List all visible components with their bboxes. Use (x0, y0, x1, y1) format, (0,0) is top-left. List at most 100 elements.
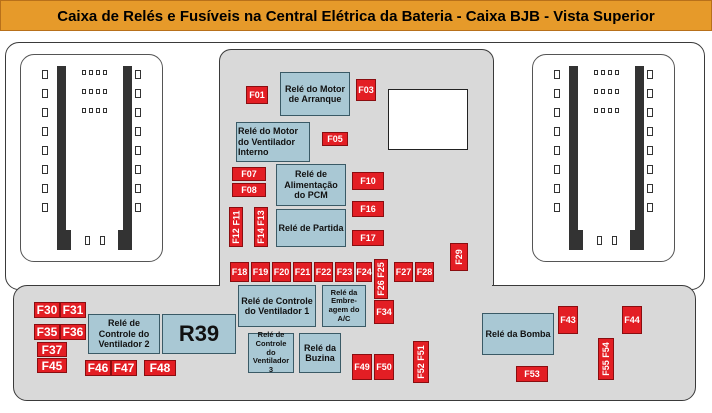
connector-pin (135, 184, 141, 193)
connector-pin (647, 89, 653, 98)
relay-motor-arranque: Relé do Motor de Arranque (280, 72, 350, 116)
connector-pin (554, 184, 560, 193)
connector-pin (103, 89, 107, 94)
fuse-f50: F50 (374, 354, 394, 380)
connector-pin (647, 184, 653, 193)
connector-pin (594, 70, 598, 75)
connector-pin (42, 146, 48, 155)
fuse-f17: F17 (352, 230, 384, 246)
blank-slot (388, 89, 468, 150)
relay-label: Relé de Alimentação do PCM (284, 169, 338, 201)
fuse-f49: F49 (352, 354, 372, 380)
fuse-f53: F53 (516, 366, 548, 382)
connector-pin (82, 89, 86, 94)
connector-pin (554, 70, 560, 79)
connector-pin (135, 165, 141, 174)
connector-pin (42, 127, 48, 136)
fuse-f08: F08 (232, 183, 266, 197)
fuse-f30: F30 (34, 302, 60, 318)
connector-pin (647, 127, 653, 136)
connector-pin (608, 89, 612, 94)
relay-label: Relé de Partida (278, 222, 344, 233)
connector-pin (96, 108, 100, 113)
connector-pin (57, 66, 66, 236)
connector-pin (647, 70, 653, 79)
fuse-f24: F24 (356, 262, 372, 282)
connector-pin (89, 108, 93, 113)
fuse-f05: F05 (322, 132, 348, 146)
fuse-f31: F31 (60, 302, 86, 318)
connector-pin (42, 184, 48, 193)
connector-pin (647, 146, 653, 155)
connector-pin (615, 108, 619, 113)
fuse-f23: F23 (335, 262, 354, 282)
connector-pin (42, 203, 48, 212)
right-connector (532, 54, 675, 262)
connector-pin (82, 108, 86, 113)
relay-label: Relé da Embre-agem do A/C (328, 287, 360, 323)
fuse-f44: F44 (622, 306, 642, 334)
connector-pin (635, 66, 644, 236)
connector-pin (608, 108, 612, 113)
relay-label: Relé de Controle do Ventilador 3 (252, 330, 290, 374)
relay-buzina: Relé da Buzina (299, 333, 341, 373)
connector-pin (594, 89, 598, 94)
connector-pin (123, 66, 132, 236)
fuse-f20: F20 (272, 262, 291, 282)
fuse-f27: F27 (394, 262, 413, 282)
connector-pin (118, 230, 132, 250)
connector-pin (601, 89, 605, 94)
relay-label: Relé da Buzina (303, 342, 336, 363)
connector-pin (569, 230, 583, 250)
connector-pin (554, 165, 560, 174)
connector-pin (103, 108, 107, 113)
relay-embreagem-ac: Relé da Embre-agem do A/C (322, 285, 366, 327)
connector-pin (96, 89, 100, 94)
connector-pin (647, 108, 653, 117)
fuse-f34: F34 (374, 300, 394, 324)
fuse-f22: F22 (314, 262, 333, 282)
connector-pin (135, 127, 141, 136)
connector-pin (135, 203, 141, 212)
connector-pin (42, 108, 48, 117)
connector-pin (647, 203, 653, 212)
connector-pin (89, 89, 93, 94)
fuse-f29: F29 (450, 243, 468, 271)
connector-pin (608, 70, 612, 75)
relay-bomba: Relé da Bomba (482, 313, 554, 355)
fuse-f36: F36 (60, 324, 86, 340)
connector-pin (554, 108, 560, 117)
fuse-f35: F35 (34, 324, 60, 340)
connector-pin (100, 236, 105, 245)
fuse-f48: F48 (144, 360, 176, 376)
fuse-f37: F37 (37, 342, 67, 357)
fuse-f07: F07 (232, 167, 266, 181)
left-connector (20, 54, 163, 262)
connector-pin (615, 70, 619, 75)
fuse-f16: F16 (352, 201, 384, 217)
relay-partida: Relé de Partida (276, 209, 346, 247)
fuse-f18: F18 (230, 262, 249, 282)
connector-pin (135, 70, 141, 79)
relay-ventilador-interno: Relé do Motor do Ventilador Interno (236, 122, 310, 162)
fuse-f47: F47 (111, 360, 137, 376)
connector-pin (630, 230, 644, 250)
relay-label: Relé da Bomba (485, 328, 551, 339)
connector-pin (89, 70, 93, 75)
connector-pin (135, 146, 141, 155)
connector-pin (42, 70, 48, 79)
relay-alimentacao-pcm: Relé de Alimentação do PCM (276, 164, 346, 206)
connector-pin (612, 236, 617, 245)
connector-pin (96, 70, 100, 75)
connector-pin (554, 127, 560, 136)
connector-pin (647, 165, 653, 174)
connector-pin (42, 165, 48, 174)
connector-pin (569, 66, 578, 236)
fuse-f43: F43 (558, 306, 578, 334)
fuse-f21: F21 (293, 262, 312, 282)
fuse-f01: F01 (246, 86, 268, 104)
connector-pin (615, 89, 619, 94)
